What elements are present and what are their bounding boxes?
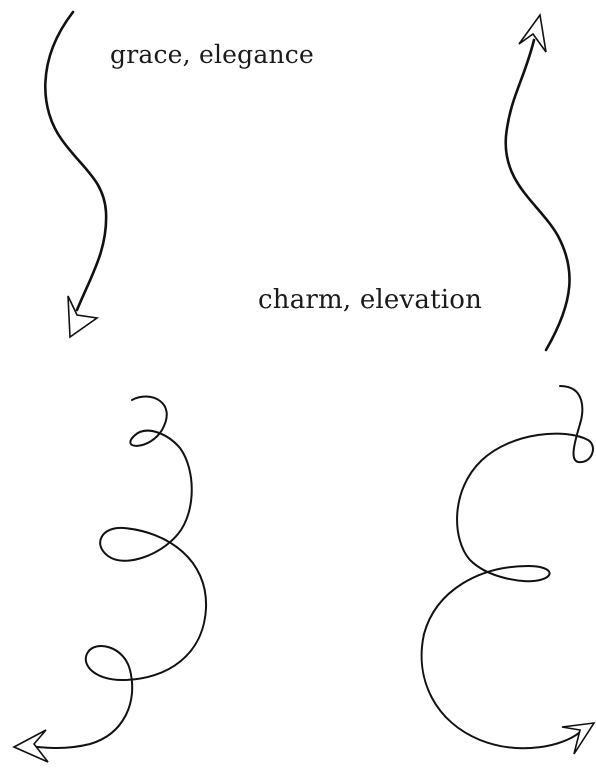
arrowhead-left-icon [14, 730, 48, 762]
arrowhead-down-icon [68, 296, 97, 337]
wavy-line-downward-arrow [45, 12, 106, 337]
arrowhead-right-icon [562, 723, 594, 754]
wavy-line-upward-arrow [506, 15, 570, 350]
looping-spiral-left-arrow [14, 397, 206, 762]
looping-spiral-right-arrow [422, 386, 594, 754]
